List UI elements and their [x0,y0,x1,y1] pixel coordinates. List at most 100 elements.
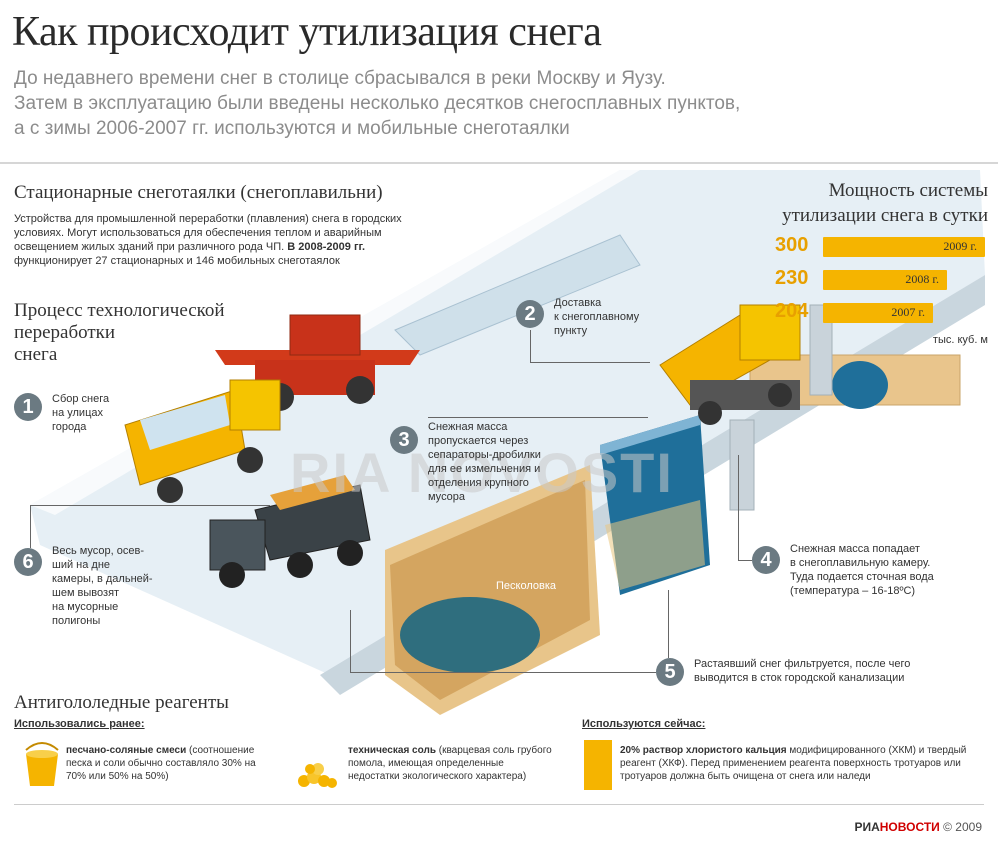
lead-line: а с зимы 2006-2007 гг. используются и мо… [14,118,570,139]
capacity-year-label: 2008 г. [905,272,939,286]
step-line: Сбор снега [52,393,110,405]
snow-belt [394,234,641,356]
page-title: Как происходит утилизация снега [12,9,602,55]
step-line: в снегоплавильную камеру. [790,557,931,569]
step-line: на улицах [52,407,103,419]
step-1-text: Сбор снега на улицах города [52,392,109,434]
sewer-opening [832,361,888,409]
truck-snow-load [140,395,230,450]
sand-trap-label: Песколовка [496,580,557,592]
reagent-desc: (кварцевая соль грубого помола, имеющая … [348,745,552,782]
step-3-text: Снежная масса пропускается через сепарат… [428,420,541,504]
reagent-item-2: техническая соль (кварцевая соль грубого… [348,744,558,783]
process-title-line: снега [14,344,58,365]
lead-text: До недавнего времени снег в столице сбра… [14,66,974,141]
capacity-unit: тыс. куб. м [932,334,988,346]
stationary-title: Стационарные снеготаялки (снегоплавильни… [14,182,383,203]
step-5-number: 5 [656,658,684,686]
pipe-riser [809,304,833,396]
step-2-text: Доставка к снегоплавному пункту [554,296,639,338]
step-line: Доставка [554,297,602,309]
snow-melting-illustration [30,170,985,715]
reagent-desc: модифицированного (ХКМ) и твердый реаген… [620,745,967,782]
stationary-line: освещением жилых зданий при различного р… [14,240,484,254]
capacity-bar: 2009 г. [823,237,985,257]
capacity-value-label: 300 [775,234,809,256]
capacity-bar: 2008 г. [823,270,947,290]
step-3-leader [428,417,648,418]
step-2-number: 2 [516,300,544,328]
melt-chamber-sand [605,500,705,590]
copyright: © 2009 [939,820,982,834]
truck-wheel [768,383,792,407]
step-line: камеры, в дальней- [52,573,153,585]
step-5-leader [350,610,351,672]
step-line: Туда подается сточная вода [790,571,934,583]
step-1-number: 1 [14,393,42,421]
capacity-title-line: утилизации снега в сутки [782,205,988,226]
footer-divider [14,804,984,805]
step-line: Снежная масса попадает [790,543,920,555]
reagent-item-3: 20% раствор хлористого кальция модифицир… [620,744,980,783]
truck-wheel [237,447,263,473]
brand-ria: РИА [854,820,880,834]
process-title-line: Процесс технологической [14,300,225,321]
loader-wheel [346,376,374,404]
step-line: Снежная масса [428,421,508,433]
garbage-load [270,475,355,510]
melt-chamber-top [600,415,700,455]
step-5-leader [668,590,669,658]
step-line: ший на дне [52,559,111,571]
capacity-year-label: 2007 г. [891,305,925,319]
step-line: сепараторы-дробилки [428,449,541,461]
step-line: (температура – 16-18ºС) [790,585,916,597]
stationary-year: В 2008-2009 гг. [287,241,366,253]
pipe-vertical [729,419,755,511]
step-line: отделения крупного [428,477,529,489]
stationary-line-part: освещением жилых зданий при различного р… [14,241,285,253]
sand-trap-water [400,597,540,673]
truck-wheel [157,477,183,503]
salt-pile-icon [298,763,337,788]
step-line: мусора [428,491,466,503]
loader-cab [289,314,361,356]
stationary-text: Устройства для промышленной переработки … [14,212,484,268]
step-line: пропускается через [428,435,529,447]
brand-novosti: НОВОСТИ [879,820,940,834]
step-4-text: Снежная масса попадает в снегоплавильную… [790,542,934,598]
truck-wheel [219,562,245,588]
step-line: к снегоплавному [554,311,640,323]
step-6-number: 6 [14,548,42,576]
truck-wheel [337,540,363,566]
canister-icon [584,740,612,790]
step-6-text: Весь мусор, осев- ший на дне камеры, в д… [52,544,153,628]
step-4-leader [738,560,752,561]
step-line: шем вывозят [52,587,120,599]
step-line: Весь мусор, осев- [52,545,145,557]
reagent-desc: (соотношение песка и соли обычно составл… [66,745,256,782]
step-2-leader [530,362,650,363]
footer-credit: РИАНОВОСТИ © 2009 [854,820,982,834]
reagent-name: 20% раствор хлористого кальция [620,745,787,756]
step-2-leader [530,330,531,362]
step-4-leader [738,455,739,560]
capacity-title: Мощность системы утилизации снега в сутк… [782,178,988,228]
reagent-item-1: песчано-соляные смеси (соотношение песка… [66,744,266,783]
truck-wheel [287,552,313,578]
step-line: на мусорные [52,601,119,613]
reagent-name: песчано-соляные смеси [66,745,187,756]
reagents-now-title: Используются сейчас: [582,718,706,730]
capacity-title-line: Мощность системы [828,180,988,201]
garbage-truck-cab [209,519,266,571]
lead-line: Затем в эксплуатацию были введены нескол… [14,93,741,114]
stationary-line: Устройства для промышленной переработки … [14,213,402,225]
reagents-title: Антигололедные реагенты [14,692,229,713]
reagent-name: техническая соль [348,745,436,756]
step-4-number: 4 [752,546,780,574]
step-line: выводится в сток городской канализации [694,672,905,684]
title-divider [0,162,998,164]
capacity-value-label: 230 [775,267,809,289]
step-line: для ее измельчения и [428,463,541,475]
step-6-leader [30,505,31,548]
truck-cab-left [229,379,281,431]
